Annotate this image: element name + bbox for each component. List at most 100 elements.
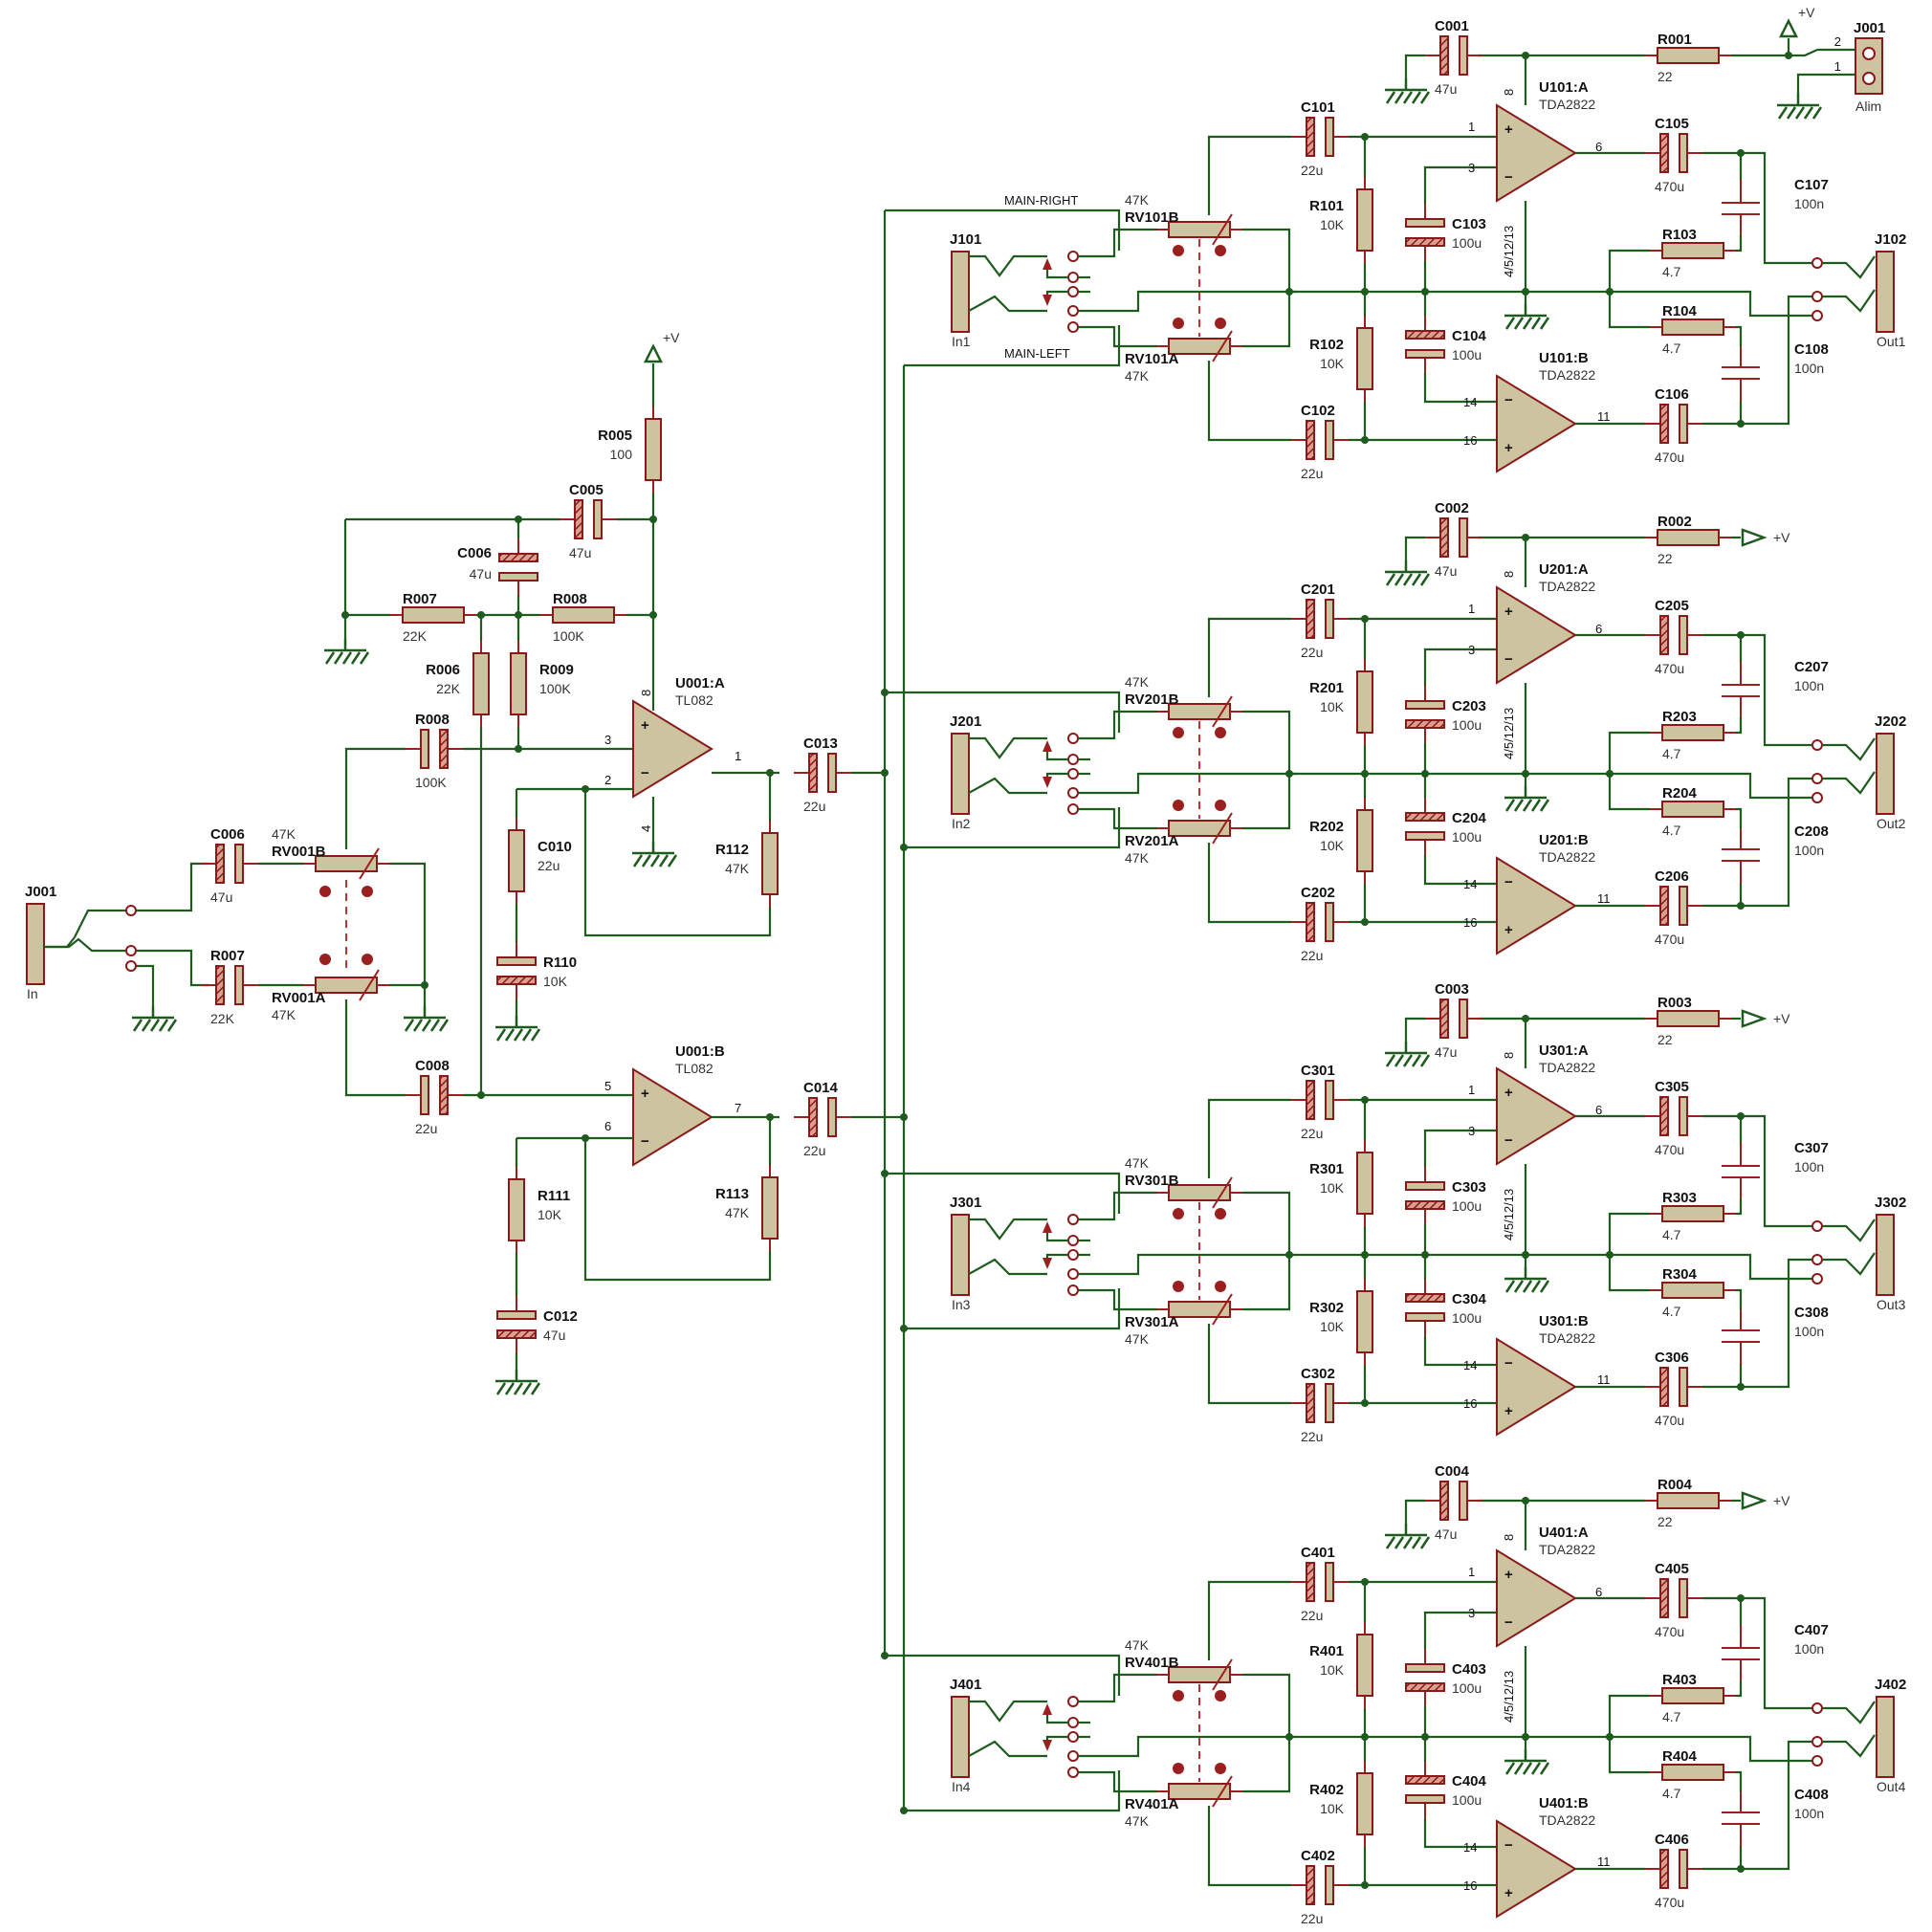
capacitor-value: 22u: [1301, 163, 1323, 178]
capacitor-value: 100u: [1452, 1680, 1482, 1696]
pot-terminal: [1173, 1281, 1184, 1292]
pin-number: 8: [1502, 571, 1516, 578]
wire: [1078, 1673, 1157, 1703]
wire: [1078, 1191, 1157, 1221]
resistor-value: 4.7: [1662, 340, 1681, 356]
pin-number: 1: [1468, 1083, 1475, 1097]
svg-text:+: +: [1504, 1403, 1513, 1419]
pin-number: 16: [1463, 915, 1477, 930]
jack-contact: [1067, 1249, 1079, 1261]
capacitor-c005: [560, 499, 617, 539]
arrow-icon: [1043, 740, 1052, 752]
capacitor-ref: C104: [1452, 328, 1487, 344]
opamp-value: TDA2822: [1539, 579, 1595, 594]
jack-contact: [1811, 1273, 1823, 1284]
resistor-ref: R302: [1309, 1300, 1344, 1316]
ground-icon: [1504, 786, 1550, 812]
pin-number: 3: [604, 733, 611, 747]
capacitor-zobel-1: [1722, 662, 1760, 719]
ground-icon: [1504, 1267, 1550, 1293]
wire: [1078, 228, 1157, 258]
channel-pot-b: [1156, 213, 1242, 246]
arrow-icon: [1043, 295, 1052, 306]
jack-label: Out3: [1877, 1297, 1906, 1312]
resistor-ref: R111: [538, 1188, 570, 1204]
arrow-icon: [1043, 1703, 1052, 1715]
resistor-bias-2: [1356, 798, 1373, 884]
arrow-icon: [1043, 777, 1052, 788]
pot-terminal: [1173, 318, 1184, 329]
wire: [1608, 1212, 1650, 1255]
opamp-value: TDA2822: [1539, 1330, 1595, 1346]
jack-contact: [1811, 739, 1823, 751]
capacitor-ref: C014: [803, 1080, 839, 1096]
svg-text:+: +: [1504, 1885, 1513, 1901]
svg-text:−: −: [1504, 1614, 1513, 1631]
capacitor-ref: C403: [1452, 1661, 1486, 1678]
wire: [1078, 772, 1296, 795]
resistor-ref: R113: [715, 1186, 749, 1202]
opamp-u001a: +−: [632, 699, 714, 799]
arrow-icon: [1043, 1258, 1052, 1269]
jack-ref: J001: [25, 884, 56, 900]
resistor-value: 22: [1658, 1514, 1673, 1529]
capacitor-ref: C202: [1301, 885, 1335, 901]
capacitor-ref: C306: [1655, 1350, 1689, 1366]
input-jack: [26, 903, 45, 985]
capacitor-ref: C406: [1655, 1832, 1689, 1848]
resistor-value: 22K: [436, 681, 461, 696]
svg-text:−: −: [1504, 651, 1513, 668]
wire: [1608, 774, 1650, 811]
capacitor-output-1: [1645, 133, 1702, 173]
pin-number: 14: [1463, 877, 1477, 891]
resistor-bias-1: [1356, 177, 1373, 263]
wire: [1045, 752, 1068, 761]
resistor-ref: R003: [1658, 995, 1692, 1011]
supply-ref: J001: [1854, 20, 1885, 36]
jack-label: Out4: [1877, 1779, 1906, 1794]
junction-dot: [582, 1134, 589, 1142]
capacitor-value: 100n: [1794, 1641, 1824, 1657]
pin-number: 16: [1463, 433, 1477, 448]
capacitor-value: 22u: [1301, 1911, 1323, 1926]
wire: [1702, 1596, 1812, 1710]
channel-input-jack: [951, 1214, 970, 1296]
power-arrow-icon: [1778, 18, 1799, 38]
wire: [1078, 1735, 1296, 1758]
capacitor-ref: C305: [1655, 1079, 1689, 1095]
svg-text:+: +: [1504, 121, 1513, 138]
capacitor-zobel-2: [1722, 826, 1760, 884]
jack-ref: J201: [950, 714, 981, 730]
jack-ref: J401: [950, 1677, 981, 1693]
resistor-ref: R401: [1309, 1643, 1344, 1659]
capacitor-ref: C001: [1435, 18, 1469, 34]
capacitor-ref: C206: [1655, 868, 1689, 885]
arrow-icon: [1043, 1740, 1052, 1751]
capacitor-value: 470u: [1655, 450, 1684, 465]
capacitor-zobel-2: [1722, 344, 1760, 402]
wire: [1045, 1253, 1068, 1258]
capacitor-c010: [406, 1075, 463, 1115]
capacitor-value: 100n: [1794, 1324, 1824, 1339]
capacitor-value: 100u: [1452, 1198, 1482, 1214]
resistor-ref: R103: [1662, 227, 1697, 243]
pot-terminal: [1215, 1763, 1226, 1774]
resistor-ref: R112: [715, 842, 749, 858]
wire: [1608, 731, 1650, 774]
jack-contact: [1811, 291, 1823, 302]
resistor-ref: R102: [1309, 337, 1344, 353]
svg-text:−: −: [1504, 1837, 1513, 1854]
capacitor-value: 22u: [1301, 645, 1323, 660]
wire: [1736, 235, 1743, 252]
resistor-ref: R202: [1309, 819, 1344, 835]
wire: [1404, 54, 1425, 78]
wire: [1078, 325, 1157, 348]
svg-text:+: +: [1504, 1567, 1513, 1583]
capacitor-ref: C006: [457, 545, 492, 561]
capacitor-zobel-2: [1722, 1307, 1760, 1365]
wire: [1736, 325, 1743, 346]
wire: [1608, 1694, 1650, 1737]
resistor-value: 100K: [553, 628, 584, 644]
amplifier-a: +−: [1496, 585, 1577, 685]
wire: [904, 1770, 1121, 1812]
